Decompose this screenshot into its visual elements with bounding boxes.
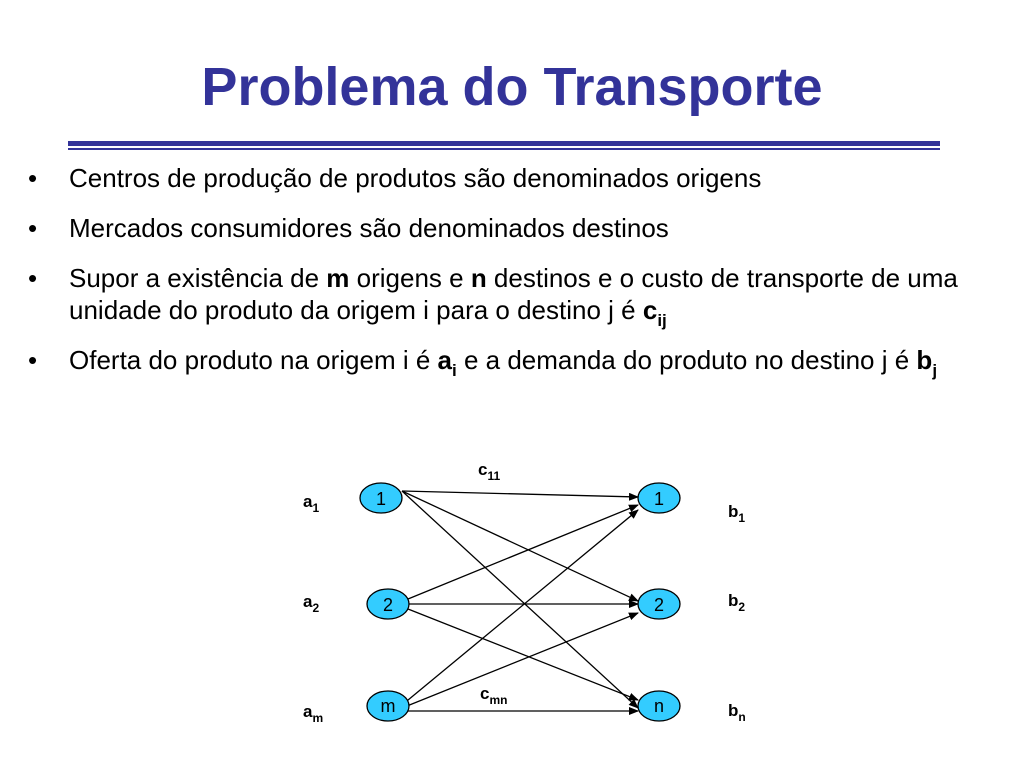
destination-node-1-label: 1 <box>654 489 664 509</box>
destination-node-1: 1 <box>637 482 681 514</box>
edge-m-1 <box>401 509 639 706</box>
bullet-var-b: bj <box>916 345 937 379</box>
bullet-text: Mercados consumidores são denominados de… <box>69 213 669 243</box>
bullet-dot: • <box>28 345 38 375</box>
destination-node-2-label: 2 <box>654 595 664 615</box>
title-divider-thick <box>68 141 940 146</box>
edge-m-2 <box>401 612 639 709</box>
destination-node-2: 2 <box>637 588 681 620</box>
edge-2-n <box>407 608 639 701</box>
bullet-dot: • <box>28 263 38 293</box>
bullet-item-cost: • Supor a existência de m origens e n de… <box>28 262 988 329</box>
bullet-dot: • <box>28 163 38 193</box>
supply-label-a2-sub: 2 <box>312 601 319 615</box>
origin-node-1: 1 <box>359 482 403 514</box>
bullet-var-b-base: b <box>916 345 933 375</box>
bullet-var-c: cij <box>642 295 667 329</box>
supply-label-a1-sub: 1 <box>312 501 319 515</box>
cost-label-cmn: cmn <box>480 684 507 707</box>
bullet-item-supply-demand: • Oferta do produto na origem i é ai e a… <box>28 344 988 379</box>
origin-node-2-label: 2 <box>383 595 393 615</box>
supply-label-a1-base: a <box>303 492 313 511</box>
demand-label-b1: b1 <box>728 502 745 525</box>
supply-label-a1: a1 <box>303 492 319 515</box>
destination-node-2-shape <box>637 588 681 620</box>
supply-label-am-base: a <box>303 702 313 721</box>
bullet-var-c-sub: ij <box>657 311 667 330</box>
bullet-text-part: e a demanda do produto no destino j é <box>456 345 917 375</box>
demand-label-b2-sub: 2 <box>738 600 745 614</box>
bullet-list: • Centros de produção de produtos são de… <box>28 162 988 394</box>
origin-node-m-shape <box>366 690 410 722</box>
origin-node-m: m <box>366 690 410 722</box>
bullet-text-part: destinos e o custo de transporte de uma … <box>69 263 958 325</box>
edge-1-n <box>401 490 639 709</box>
destination-node-1-shape <box>637 482 681 514</box>
bullet-var-n: n <box>470 263 487 293</box>
demand-label-b1-sub: 1 <box>738 511 745 525</box>
demand-label-b2-base: b <box>728 591 738 610</box>
origin-node-2-shape <box>366 588 410 620</box>
bullet-text-part: Oferta do produto na origem i é <box>69 345 438 375</box>
supply-label-am: am <box>303 702 323 725</box>
destination-node-n: n <box>637 690 681 722</box>
origin-node-1-label: 1 <box>376 489 386 509</box>
cost-label-c11-sub: 11 <box>487 469 500 483</box>
demand-label-bn: bn <box>728 701 746 724</box>
supply-label-am-sub: m <box>312 711 323 725</box>
edge-1-1 <box>401 490 639 501</box>
cost-label-c11-base: c <box>478 460 487 479</box>
bullet-dot: • <box>28 213 38 243</box>
supply-label-a2: a2 <box>303 592 319 615</box>
bullet-var-a-base: a <box>437 345 453 375</box>
demand-label-b2: b2 <box>728 591 745 614</box>
edges <box>401 490 639 715</box>
page-title: Problema do Transporte <box>201 57 823 117</box>
bullet-item-origins: • Centros de produção de produtos são de… <box>28 162 988 194</box>
edge-2-1 <box>407 504 639 600</box>
bullet-item-destinations: • Mercados consumidores são denominados … <box>28 212 988 244</box>
origin-node-m-label: m <box>381 696 396 716</box>
demand-label-b1-base: b <box>728 502 738 521</box>
origin-node-2: 2 <box>366 588 410 620</box>
bullet-var-b-sub: j <box>932 361 938 380</box>
demand-label-bn-sub: n <box>738 710 745 724</box>
bullet-var-a-sub: i <box>452 361 457 380</box>
title-divider-thin <box>68 148 940 150</box>
edge-1-2 <box>401 490 639 602</box>
bullet-text-part: Supor a existência de <box>69 263 327 293</box>
destination-node-n-shape <box>637 690 681 722</box>
bullet-var-c-base: c <box>642 295 658 325</box>
bullet-text-part: origens e <box>349 263 471 293</box>
bullet-var-m: m <box>326 263 350 293</box>
destination-node-n-label: n <box>654 696 664 716</box>
cost-label-c11: c11 <box>478 460 500 483</box>
bullet-var-a: ai <box>437 345 457 379</box>
cost-label-cmn-sub: mn <box>489 693 507 707</box>
demand-label-bn-base: b <box>728 701 738 720</box>
supply-label-a2-base: a <box>303 592 313 611</box>
cost-label-cmn-base: c <box>480 684 489 703</box>
origin-node-1-shape <box>359 482 403 514</box>
bullet-text: Centros de produção de produtos são deno… <box>69 163 762 193</box>
